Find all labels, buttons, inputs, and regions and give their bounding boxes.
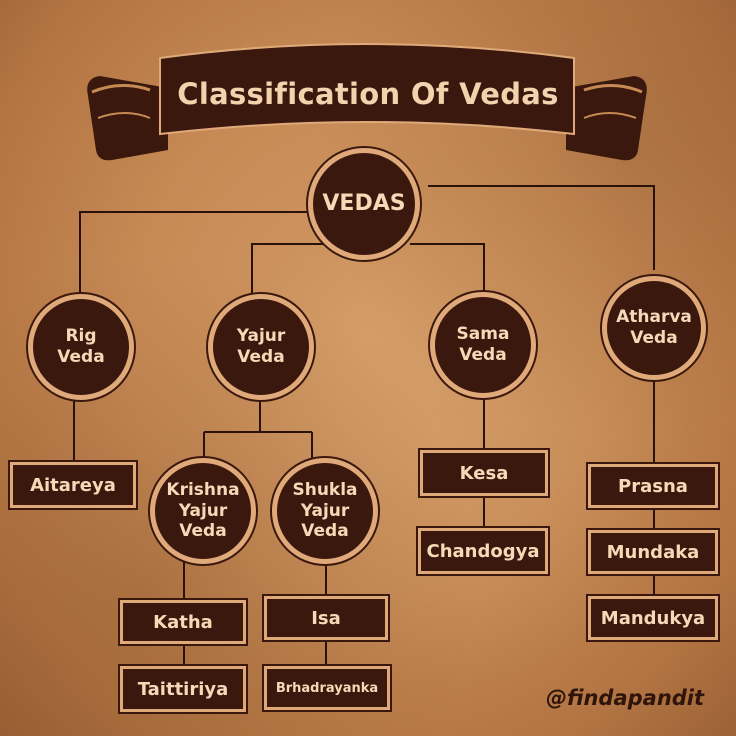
node-shukla-yajur-veda: Shukla Yajur Veda — [272, 458, 378, 564]
node-vedas-root: VEDAS — [308, 148, 420, 260]
social-handle: @findapandit — [545, 686, 705, 710]
upanishad-prasna: Prasna — [588, 464, 718, 508]
connector-yajur-branches — [203, 400, 313, 466]
banner-left-scroll — [87, 76, 168, 161]
connector-root-yajur — [251, 243, 330, 300]
upanishad-chandogya: Chandogya — [418, 528, 548, 574]
banner-ribbon — [159, 43, 575, 136]
upanishad-isa: Isa — [264, 596, 388, 640]
banner-right-curl — [583, 84, 643, 94]
node-atharva-veda: Atharva Veda — [602, 276, 706, 380]
banner-right-fold — [583, 112, 637, 119]
node-sama-veda: Sama Veda — [430, 292, 536, 398]
upanishad-mundaka: Mundaka — [588, 530, 718, 574]
banner-left-fold — [97, 112, 151, 119]
node-yajur-veda: Yajur Veda — [208, 294, 314, 400]
node-rig-veda: Rig Veda — [28, 294, 134, 400]
connector-root-rig — [79, 211, 312, 300]
connector-root-sama — [410, 243, 485, 300]
node-krishna-yajur-veda: Krishna Yajur Veda — [150, 458, 256, 564]
upanishad-kesa: Kesa — [420, 450, 548, 496]
connector-root-atharva — [428, 185, 655, 270]
upanishad-taittiriya: Taittiriya — [120, 666, 246, 712]
banner-right-scroll — [566, 76, 647, 161]
upanishad-katha: Katha — [120, 600, 246, 644]
page-title: Classification Of Vedas — [177, 77, 559, 111]
upanishad-aitareya: Aitareya — [10, 462, 136, 508]
upanishad-mandukya: Mandukya — [588, 596, 718, 640]
upanishad-brhadrayanka: Brhadrayanka — [264, 666, 390, 710]
banner-left-curl — [91, 84, 151, 94]
